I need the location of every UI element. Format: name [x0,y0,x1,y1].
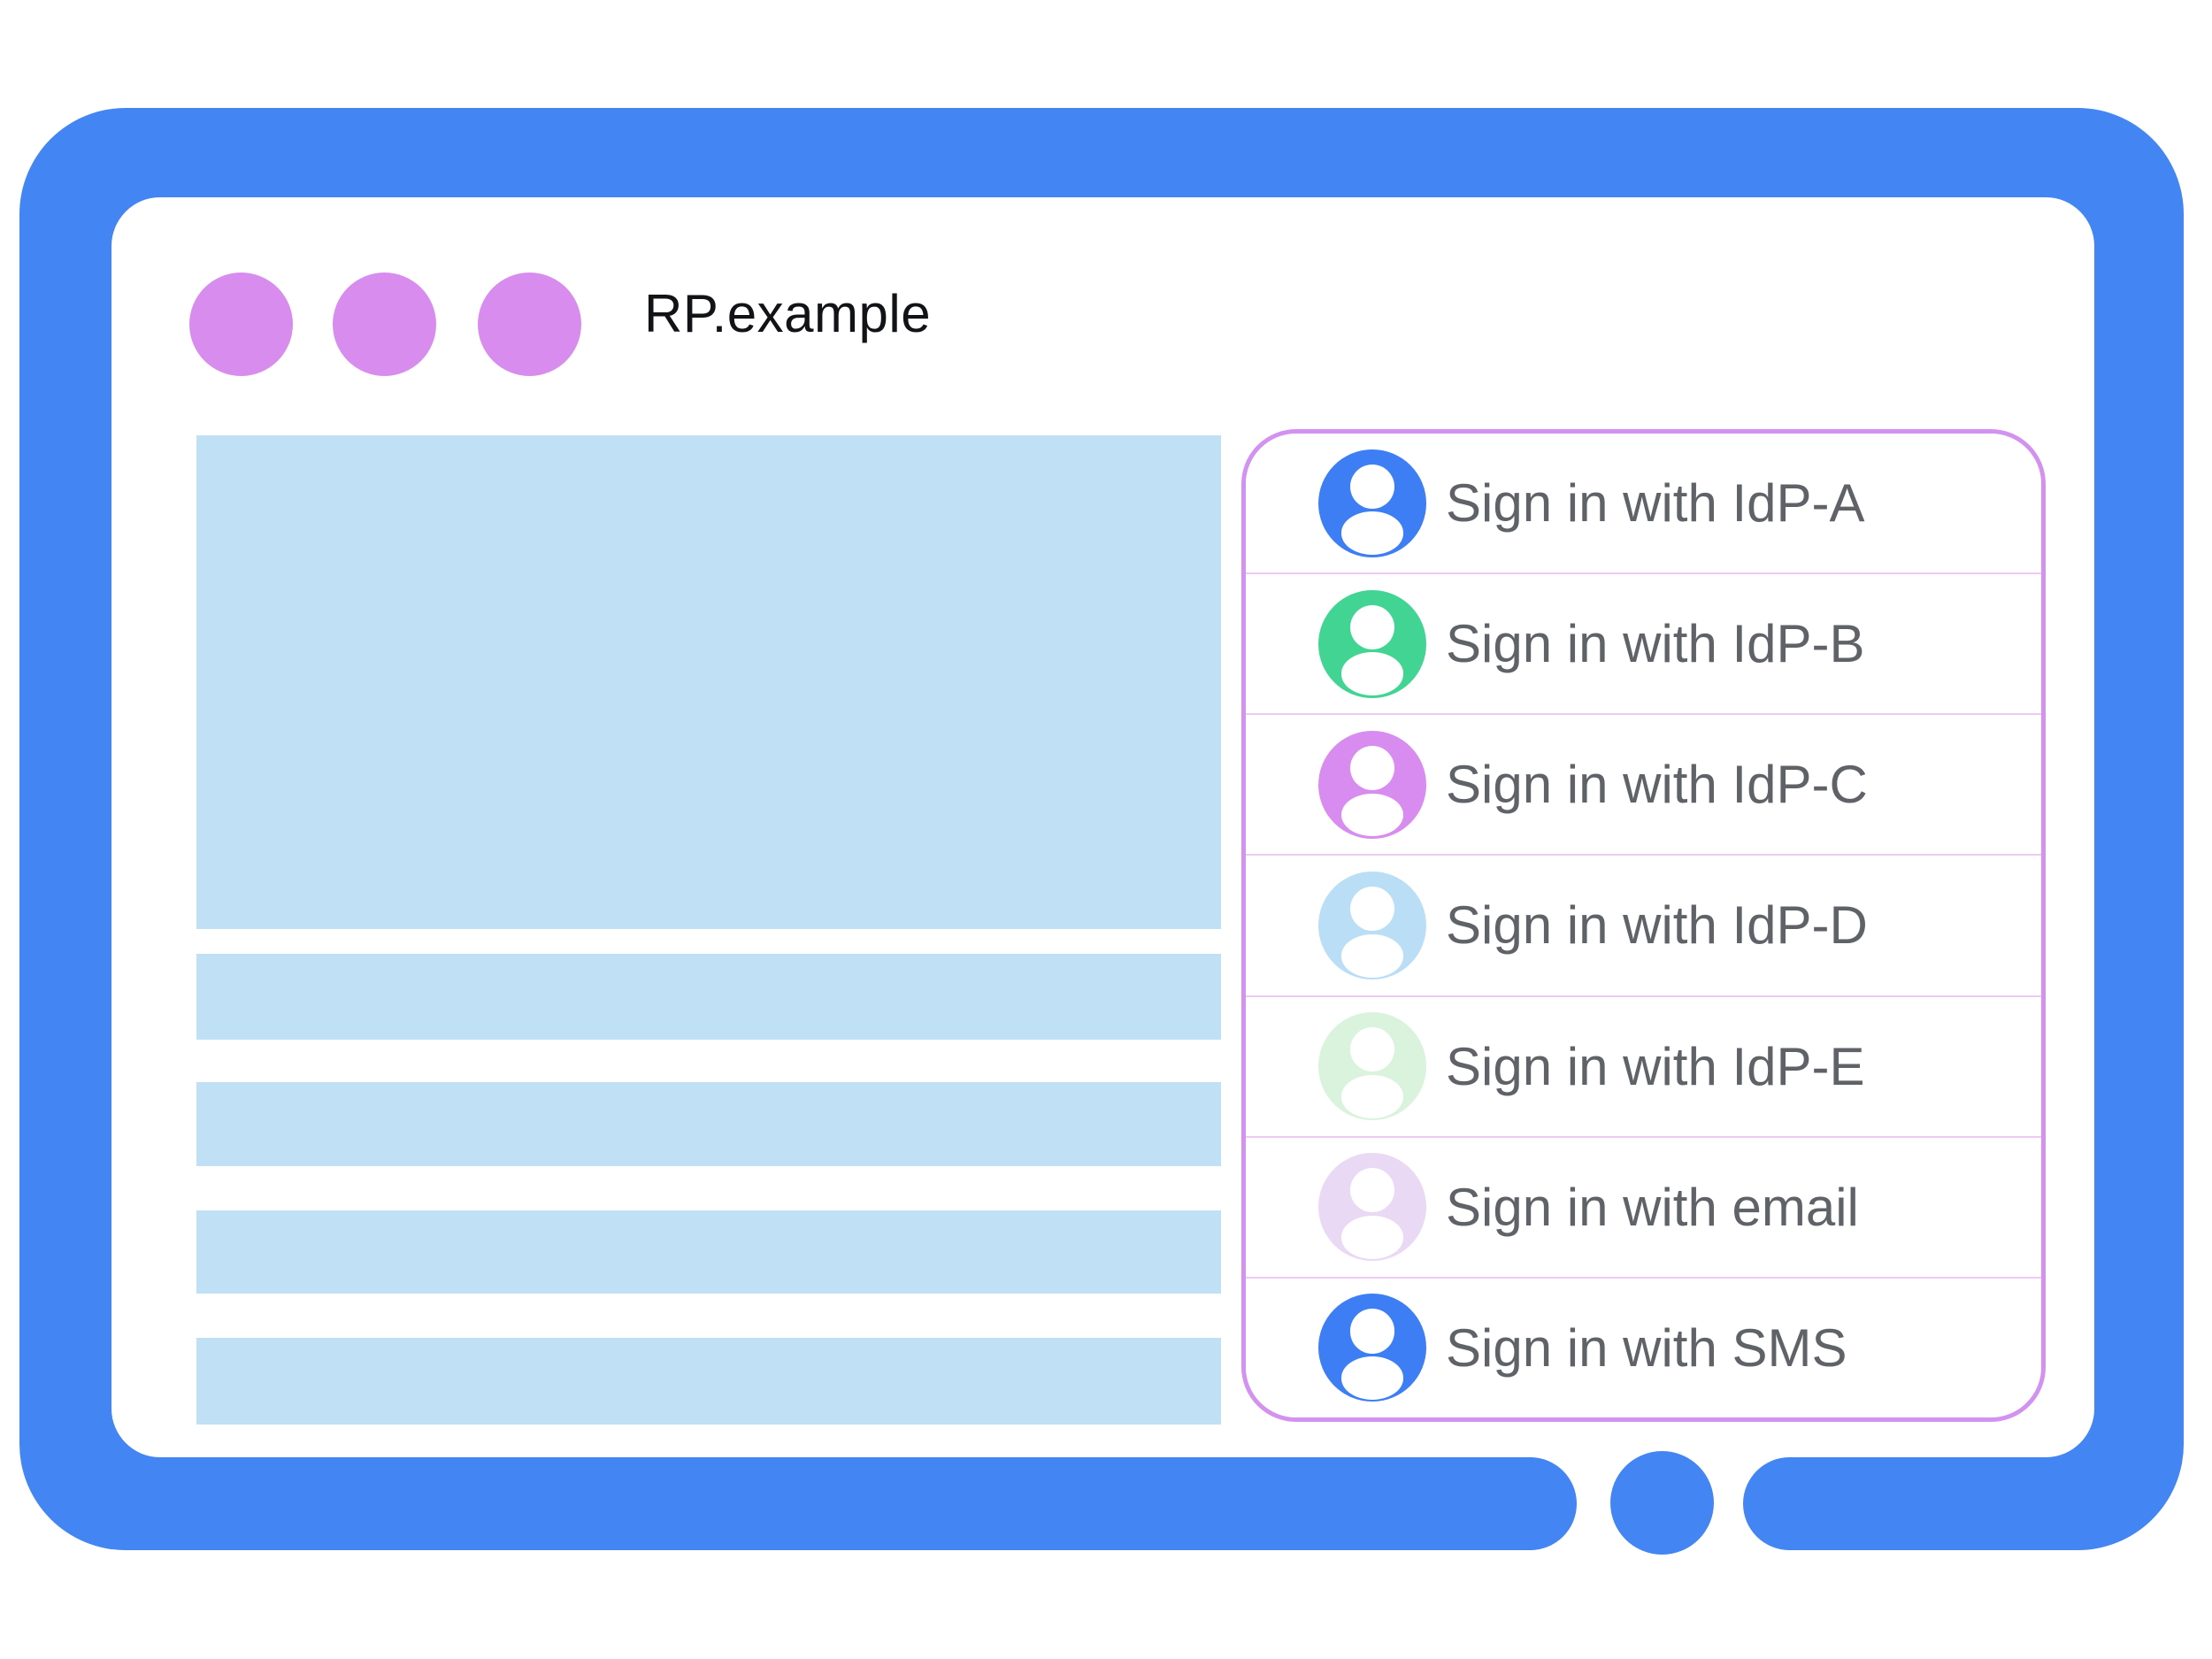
person-icon [1318,1153,1426,1262]
content-placeholder-line [196,1082,1221,1166]
person-torso-shape [1340,1074,1404,1118]
window-dot-icon [478,273,581,376]
person-icon [1318,449,1426,557]
bottom-bar-right-end [1743,1457,1832,1550]
signin-option-label: Sign in with email [1446,1177,1859,1237]
person-head-shape [1349,887,1394,932]
signin-option-idp-c[interactable]: Sign in with IdP-C [1246,713,2041,855]
person-head-shape [1349,604,1394,649]
signin-option-sms[interactable]: Sign in with SMS [1246,1276,2041,1417]
person-torso-shape [1340,1356,1404,1400]
person-icon [1318,871,1426,979]
content-placeholder-line [196,954,1221,1040]
signin-option-email[interactable]: Sign in with email [1246,1135,2041,1277]
site-title: RP.example [644,284,932,343]
signin-option-label: Sign in with IdP-D [1446,895,1868,956]
signin-option-idp-a[interactable]: Sign in with IdP-A [1246,434,2041,573]
person-icon [1318,589,1426,698]
content-placeholder-hero [196,435,1221,929]
signin-option-idp-b[interactable]: Sign in with IdP-B [1246,572,2041,714]
person-head-shape [1349,745,1394,790]
person-head-shape [1349,464,1394,509]
person-head-shape [1349,1309,1394,1354]
signin-option-idp-d[interactable]: Sign in with IdP-D [1246,854,2041,995]
signin-option-label: Sign in with IdP-A [1446,473,1865,534]
signin-chooser-panel: Sign in with IdP-A Sign in with IdP-B Sign… [1241,429,2046,1422]
person-head-shape [1349,1168,1394,1213]
signin-option-label: Sign in with SMS [1446,1317,1847,1378]
signin-option-label: Sign in with IdP-C [1446,755,1868,815]
content-placeholder-line [196,1338,1221,1425]
content-placeholder-line [196,1210,1221,1294]
person-icon [1318,1294,1426,1402]
person-icon [1318,730,1426,839]
window-dot-icon [189,273,293,376]
signin-option-label: Sign in with IdP-B [1446,614,1865,674]
person-torso-shape [1340,652,1404,696]
person-torso-shape [1340,793,1404,837]
person-torso-shape [1340,933,1404,978]
person-torso-shape [1340,511,1404,556]
signin-option-label: Sign in with IdP-E [1446,1036,1865,1096]
signin-option-idp-e[interactable]: Sign in with IdP-E [1246,995,2041,1136]
person-head-shape [1349,1027,1394,1072]
window-dot-icon [333,273,436,376]
bottom-bar-left-end [1488,1457,1577,1550]
home-button-icon [1610,1451,1714,1555]
person-icon [1318,1012,1426,1121]
person-torso-shape [1340,1216,1404,1259]
